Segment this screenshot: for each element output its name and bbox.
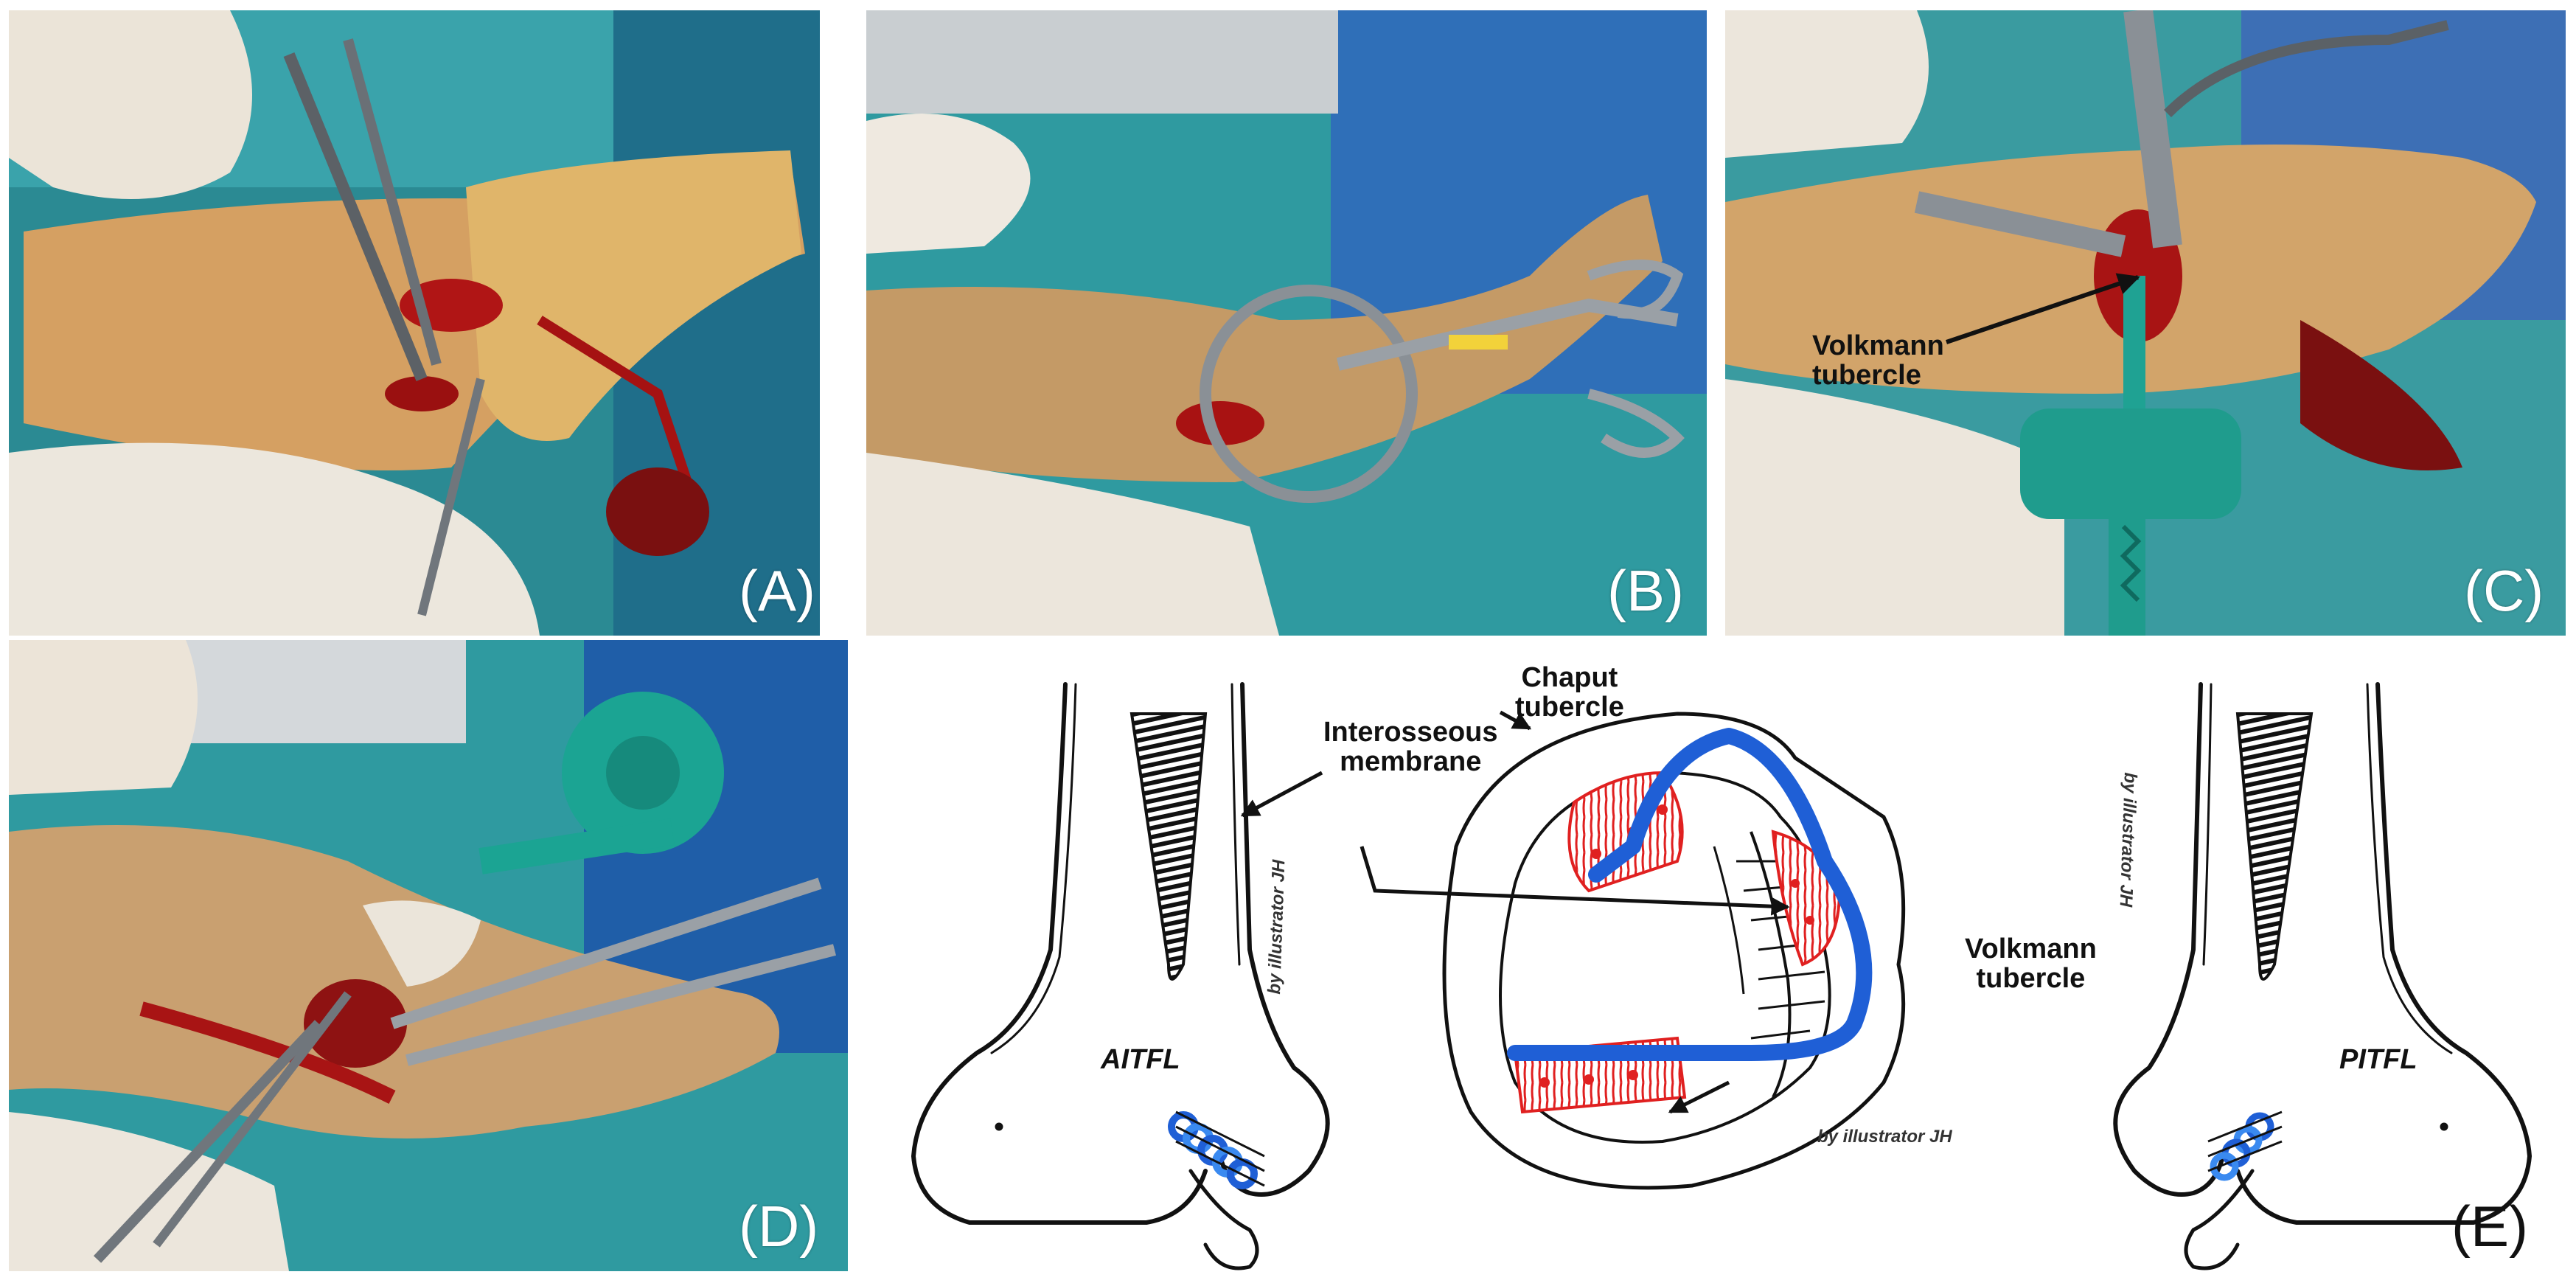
illustrator-credit-center: by illustrator JH [1817,1127,1952,1147]
photo-panel-a: (A) [9,10,820,636]
surgical-photo-a [9,10,820,636]
volkmann-tubercle-label-c: Volkmann tubercle [1812,330,1944,391]
tibiofibular-illustration [911,682,2533,1270]
surgical-photo-d [9,640,848,1271]
photo-panel-c: Volkmann tubercle (C) [1725,10,2566,636]
panel-label-c: (C) [2464,558,2544,623]
panel-label-e: (E) [2451,1194,2528,1259]
panel-label-d: (D) [739,1194,819,1259]
photo-panel-b: (B) [866,10,1707,636]
surgical-photo-b [866,10,1707,636]
anterior-ankle-drawing [911,682,1330,1270]
anatomical-drawing-e: AITFL PITFL Interosseous membrane Chaput… [866,640,2576,1283]
volkmann-tubercle-label-e: Volkmann tubercle [1965,933,2097,994]
annotation-arrow-c [1946,273,2140,344]
panel-label-b: (B) [1607,558,1684,623]
pitfl-ligament-icon [2207,1110,2283,1181]
surgical-photo-c [1725,10,2566,636]
pitfl-label: PITFL [2339,1044,2417,1075]
volkmann-ligament-icon [1513,830,1842,1114]
aitfl-ligament-icon [1168,1110,1265,1189]
blue-ligament-band [1507,728,1873,1061]
panel-label-a: (A) [739,558,815,623]
photo-panel-d: (D) [9,640,848,1271]
chaput-tubercle-label: Chaput tubercle [1515,662,1624,723]
aitfl-label: AITFL [1101,1044,1180,1075]
interosseous-membrane-label: Interosseous membrane [1323,717,1498,777]
posterior-ankle-drawing [2113,682,2533,1270]
tibia-cross-section-drawing [1442,712,1906,1190]
